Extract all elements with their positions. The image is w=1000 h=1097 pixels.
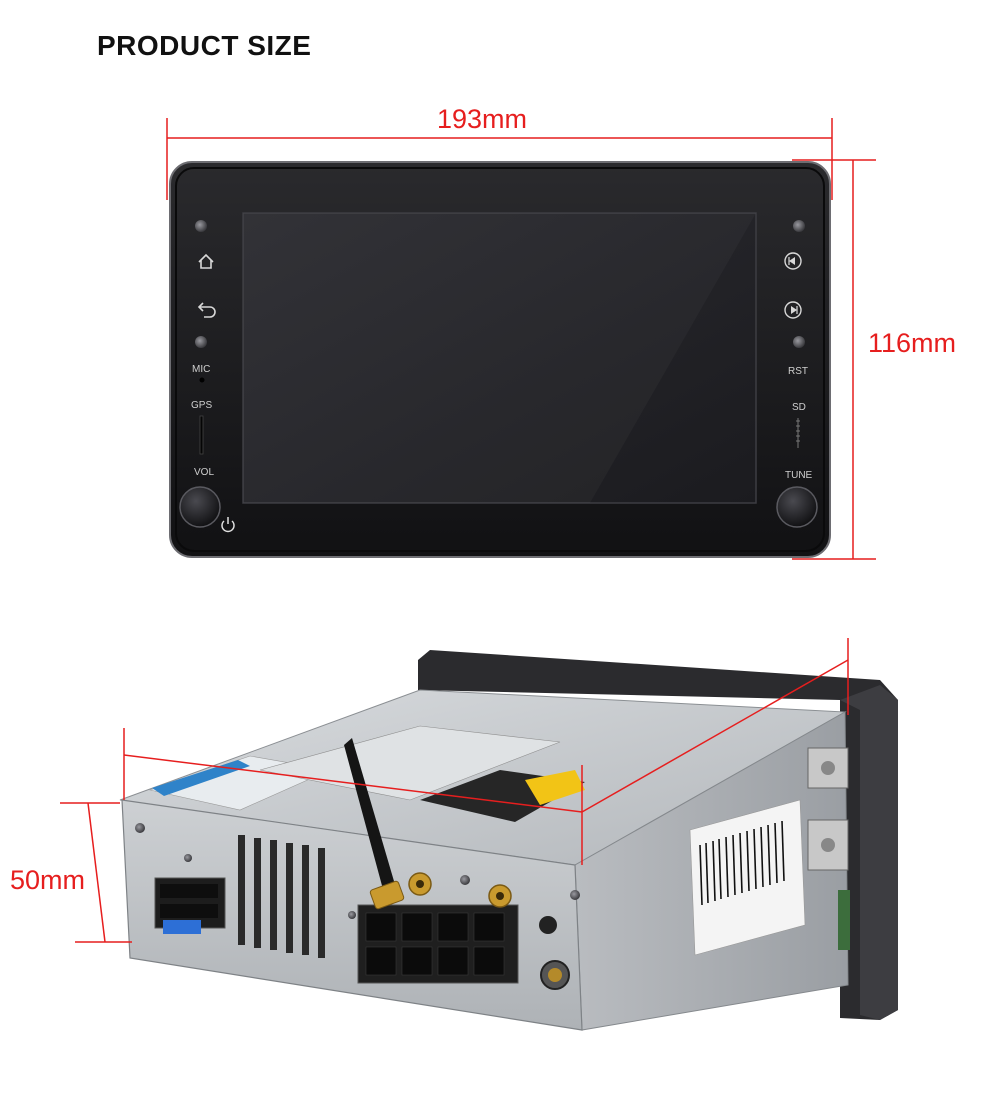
power-icon[interactable] xyxy=(221,517,235,533)
volume-knob[interactable] xyxy=(179,486,221,528)
gps-label: GPS xyxy=(191,400,212,411)
front-dimension-lines xyxy=(166,118,876,560)
screw-icon xyxy=(570,890,580,900)
rst-label: RST xyxy=(788,366,808,377)
vol-label: VOL xyxy=(194,467,214,478)
tune-knob[interactable] xyxy=(776,486,818,528)
mic-hole xyxy=(199,377,205,383)
screw-icon xyxy=(793,336,805,348)
wifi-antenna xyxy=(344,738,405,910)
gps-slot xyxy=(199,415,204,455)
vent-slots xyxy=(238,835,325,958)
next-track-icon[interactable] xyxy=(784,301,802,319)
screw-icon xyxy=(135,823,145,833)
screw-icon xyxy=(184,854,192,862)
previous-track-icon[interactable] xyxy=(784,252,802,270)
display-screen xyxy=(242,212,757,504)
chassis-view xyxy=(119,650,898,1031)
dimension-front-width: 193mm xyxy=(437,104,528,134)
screw-icon xyxy=(195,336,207,348)
screw-icon xyxy=(195,220,207,232)
screw-icon xyxy=(460,875,470,885)
screw-icon xyxy=(348,911,356,919)
tune-label: TUNE xyxy=(785,470,813,481)
back-icon[interactable] xyxy=(197,302,216,318)
mic-label: MIC xyxy=(192,364,210,375)
front-panel: MIC GPS VOL RST SD TUNE xyxy=(169,161,831,558)
screw-icon xyxy=(793,220,805,232)
sd-label: SD xyxy=(792,402,806,413)
sd-slot xyxy=(796,418,800,448)
home-icon[interactable] xyxy=(198,253,214,269)
page-title: PRODUCT SIZE xyxy=(97,30,312,61)
fuse xyxy=(163,920,201,934)
dimension-front-height: 116mm xyxy=(868,328,957,358)
barcode xyxy=(699,820,785,906)
back-dimension-lines xyxy=(60,638,849,943)
dimension-back-height: 50mm xyxy=(10,865,86,895)
